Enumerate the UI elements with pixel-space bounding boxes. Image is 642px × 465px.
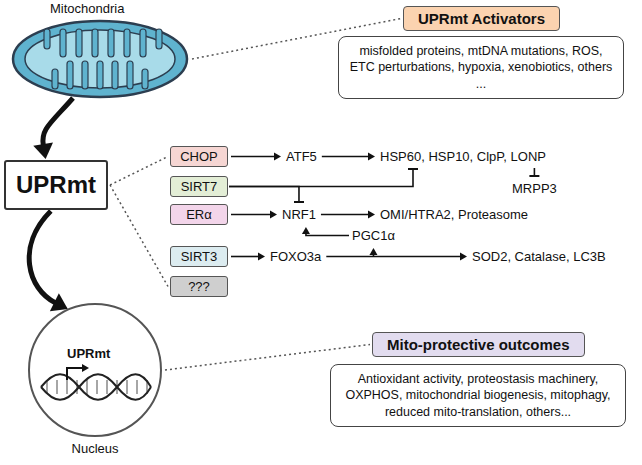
factor-box: ERα [170, 204, 228, 225]
node-heading: Mitochondria [50, 1, 124, 16]
pathway-arrow [534, 168, 536, 176]
connector [302, 227, 349, 236]
connector [326, 253, 467, 261]
connector [322, 153, 375, 161]
pathway-arrow [231, 214, 271, 216]
connector [529, 168, 539, 176]
arrow-head [369, 248, 377, 255]
connector [229, 187, 304, 203]
connector [110, 185, 168, 287]
node-text: MRPP3 [512, 181, 557, 196]
connector [231, 153, 281, 161]
connector [33, 98, 73, 159]
factor-box: CHOP [170, 146, 228, 167]
gene-node: MRPP3 [510, 178, 559, 199]
connector [110, 157, 168, 186]
node-text: NRF1 [282, 207, 316, 222]
connector [229, 169, 418, 187]
nucleus: NucleusUPRmt [27, 302, 163, 438]
pathway-arrow [229, 169, 413, 187]
inhibition-head [408, 168, 418, 170]
arrow-head [460, 253, 467, 261]
nucleus-illustration [27, 302, 163, 438]
node-text: misfolded proteins, mtDNA mutations, ROS… [348, 43, 614, 92]
process-box: UPRmt [4, 160, 108, 210]
arrow-head [368, 211, 375, 219]
pathway-arrow [231, 156, 275, 158]
pathway-arrow [326, 256, 461, 258]
arrow-head [368, 153, 375, 161]
pathway-arrow [229, 187, 299, 203]
factor-box: SIRT7 [170, 176, 228, 197]
arrow-head [258, 253, 265, 261]
node-text: UPRmt Activators [418, 10, 545, 27]
factor-box: ??? [170, 276, 228, 297]
header-box: Mito-protective outcomes [372, 332, 585, 357]
gene-node: OMI/HTRA2, Proteasome [378, 204, 530, 225]
gene-label: UPRmt [67, 346, 110, 361]
header-box: UPRmt Activators [403, 6, 560, 31]
mitochondrion: Mitochondria [10, 18, 190, 100]
curved-arrow [29, 211, 55, 303]
text-box: misfolded proteins, mtDNA mutations, ROS… [338, 36, 624, 99]
dotted-leader [110, 185, 168, 287]
inhibition-head [529, 175, 539, 177]
pathway-arrow [306, 233, 349, 236]
node-text: ERα [171, 207, 227, 222]
node-text: SOD2, Catalase, LC3B [472, 249, 606, 264]
pathway-arrow [231, 256, 259, 258]
gene-node: NRF1 [280, 204, 318, 225]
node-text: Antioxidant activity, proteostasis machi… [340, 371, 616, 420]
node-text: ATF5 [286, 149, 317, 164]
node-text: SIRT7 [171, 179, 227, 194]
pathway-arrow [321, 214, 369, 216]
gene-node: SOD2, Catalase, LC3B [470, 246, 608, 267]
connector [29, 211, 68, 311]
arrow-head [33, 143, 53, 159]
connector [231, 211, 277, 219]
mitochondrion-illustration [10, 18, 190, 100]
arrow-head [302, 227, 310, 234]
node-text: HSP60, HSP10, ClpP, LONP [380, 149, 546, 164]
node-text: Mito-protective outcomes [387, 336, 570, 353]
node-text: CHOP [171, 149, 227, 164]
node-heading: Nucleus [27, 441, 163, 456]
node-text: UPRmt [16, 171, 96, 199]
gene-node: ATF5 [284, 146, 319, 167]
gene-node: FOXO3a [268, 246, 323, 267]
factor-box: SIRT3 [170, 246, 228, 267]
gene-node: PGC1α [350, 225, 397, 246]
curved-arrow [43, 98, 73, 145]
node-text: OMI/HTRA2, Proteasome [380, 207, 528, 222]
text-box: Antioxidant activity, proteostasis machi… [330, 364, 626, 427]
node-text: SIRT3 [171, 249, 227, 264]
connector [321, 211, 375, 219]
node-text: PGC1α [352, 228, 395, 243]
dotted-leader [110, 157, 168, 186]
arrow-head [274, 153, 281, 161]
node-text: FOXO3a [270, 249, 321, 264]
pathway-arrow [322, 156, 369, 158]
arrow-head [270, 211, 277, 219]
node-text: ??? [171, 279, 227, 294]
connector [369, 248, 377, 257]
connector [231, 253, 265, 261]
inhibition-head [294, 201, 304, 203]
arrow-head [50, 293, 68, 311]
gene-node: HSP60, HSP10, ClpP, LONP [378, 146, 548, 167]
